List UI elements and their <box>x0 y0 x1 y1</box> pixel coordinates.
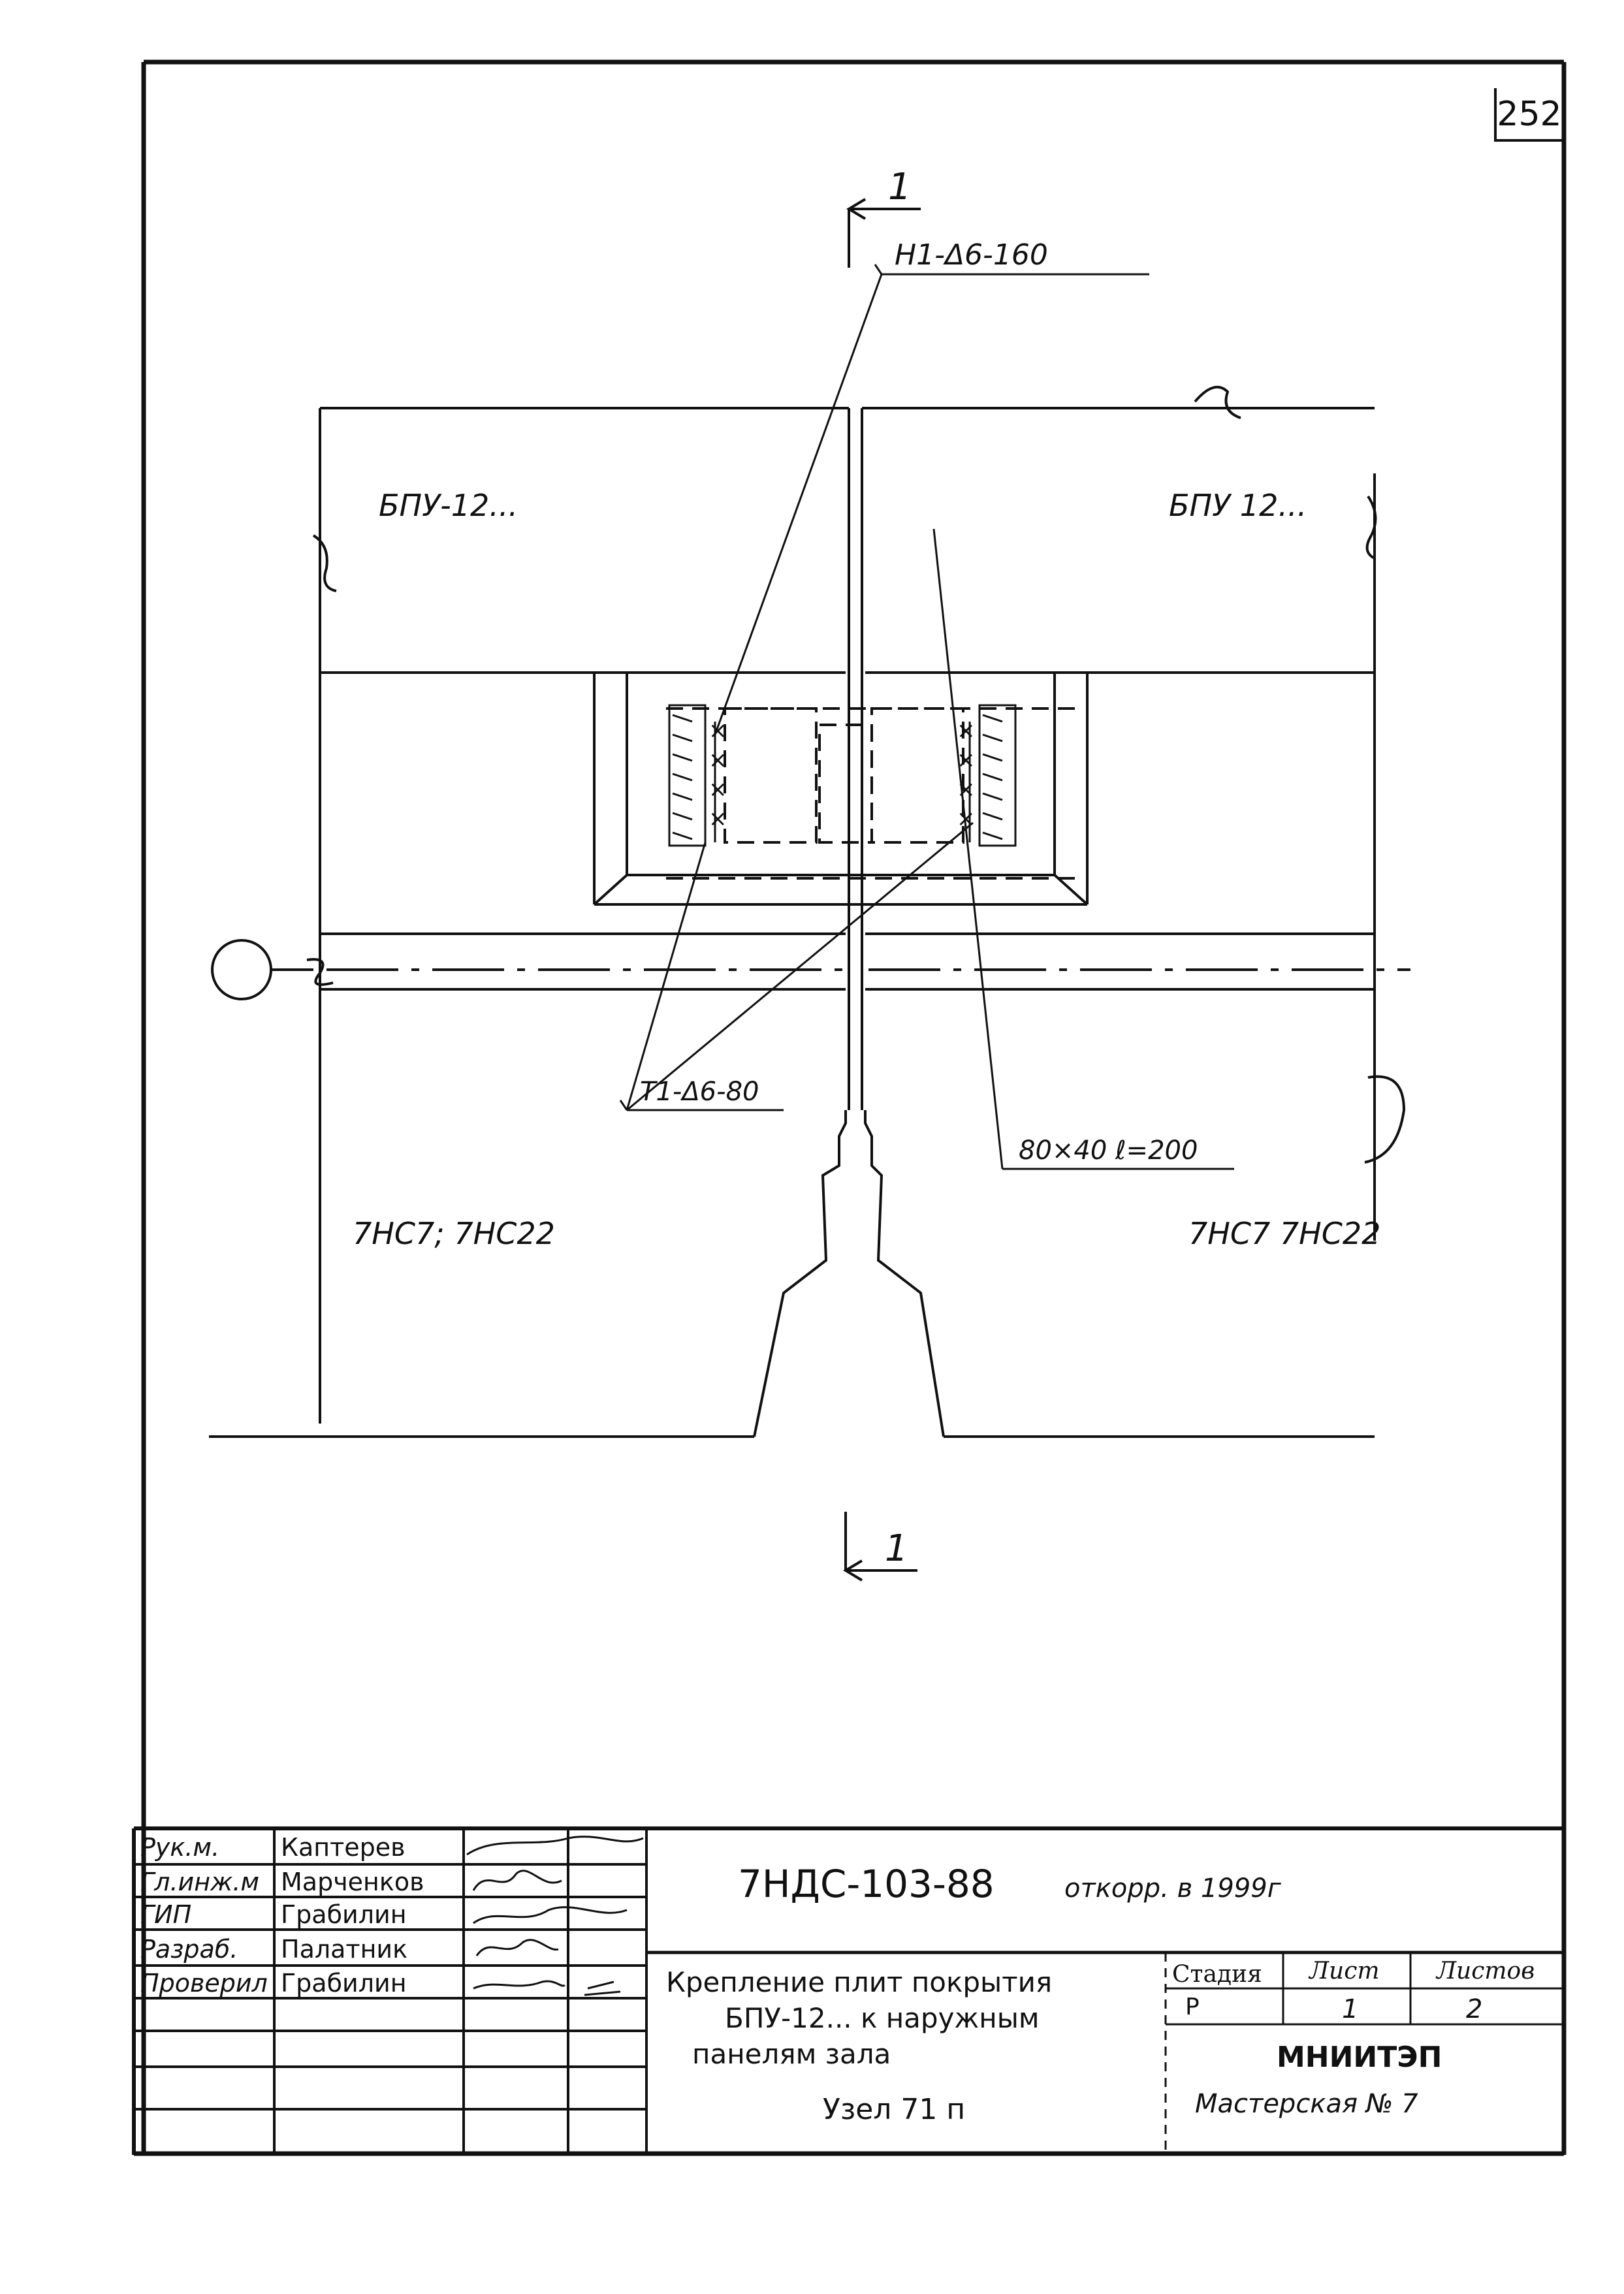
role-head: Рук.м. <box>140 1833 219 1862</box>
panel-label-left: БПУ-12... <box>379 488 518 523</box>
sheet-number-box: 252 <box>1494 88 1564 142</box>
sheet-number: 252 <box>1497 95 1561 134</box>
section-label-bottom: 1 <box>885 1527 908 1570</box>
section-mark-top <box>846 198 921 268</box>
weld-left <box>668 704 716 847</box>
name-checker: Грабилин <box>281 1969 407 1998</box>
callout-middle-label: Т1-Δ6-80 <box>640 1077 759 1107</box>
weld-right <box>968 704 1017 847</box>
sheet-frame <box>134 59 1567 2156</box>
axis-line <box>211 939 1410 1000</box>
stage-header: Стадия <box>1172 1961 1262 1988</box>
callout-plate-label: 80×40 ℓ=200 <box>1019 1136 1198 1166</box>
svg-text:×: × <box>709 806 727 832</box>
sheet-header: Лист <box>1308 1958 1380 1984</box>
sheets-value: 2 <box>1466 1994 1482 2024</box>
svg-text:×: × <box>957 776 976 803</box>
wall-label-left: 7НС7; 7НС22 <box>353 1216 555 1251</box>
title-block-names: Каптерев Марченков Грабилин Палатник Гра… <box>281 1833 424 1998</box>
doc-code: 7НДС-103-88 <box>738 1862 995 1906</box>
name-head: Каптерев <box>281 1833 406 1862</box>
role-chief-engineer: Гл.инж.м <box>140 1868 259 1896</box>
embedded-plate-dashed <box>666 707 1084 880</box>
wall-rib <box>209 1110 1375 1438</box>
panel-joint <box>848 408 863 1110</box>
title-line-1: Крепление плит покрытия <box>666 1966 1052 1998</box>
role-checker: Проверил <box>140 1969 268 1998</box>
weld-crosses: × × × × × × × × <box>709 718 976 832</box>
wall-label-right: 7НС7 7НС22 <box>1188 1216 1380 1251</box>
workshop: Мастерская № 7 <box>1195 2089 1418 2119</box>
stage-value: Р <box>1185 1994 1200 2020</box>
recess-outline <box>593 673 1089 906</box>
roof-panel-right <box>862 385 1377 673</box>
svg-text:×: × <box>709 776 727 803</box>
wall-panel-left <box>319 671 846 1424</box>
correction-note: откорр. в 1999г <box>1064 1873 1282 1904</box>
section-label-top: 1 <box>888 166 912 208</box>
organization: МНИИТЭП <box>1277 2041 1442 2074</box>
role-developer: Разраб. <box>140 1935 238 1964</box>
role-gip: ГИП <box>140 1900 191 1929</box>
roof-panel-left <box>312 407 849 673</box>
sheets-header: Листов <box>1435 1958 1535 1984</box>
title-line-3: панелям зала <box>692 2038 891 2070</box>
callout-top-label: Н1-Δ6-160 <box>895 238 1048 272</box>
title-block-roles: Рук.м. Гл.инж.м ГИП Разраб. Проверил <box>140 1833 268 1998</box>
panel-label-right: БПУ 12... <box>1169 488 1307 523</box>
name-developer: Палатник <box>281 1935 407 1964</box>
signature-marks <box>466 1836 644 1996</box>
section-mark-bottom <box>843 1512 917 1582</box>
leader-lines <box>619 264 1234 1170</box>
svg-text:×: × <box>709 718 727 744</box>
title-line-2: БПУ-12... к наружным <box>725 2002 1040 2034</box>
name-gip: Грабилин <box>281 1900 407 1929</box>
name-chief-engineer: Марченков <box>281 1868 424 1896</box>
svg-text:×: × <box>957 718 976 744</box>
svg-text:×: × <box>709 747 727 773</box>
sheet-value: 1 <box>1342 1994 1358 2024</box>
node-label: Узел 71 п <box>823 2093 965 2126</box>
title-block-grid <box>132 1826 1564 2155</box>
